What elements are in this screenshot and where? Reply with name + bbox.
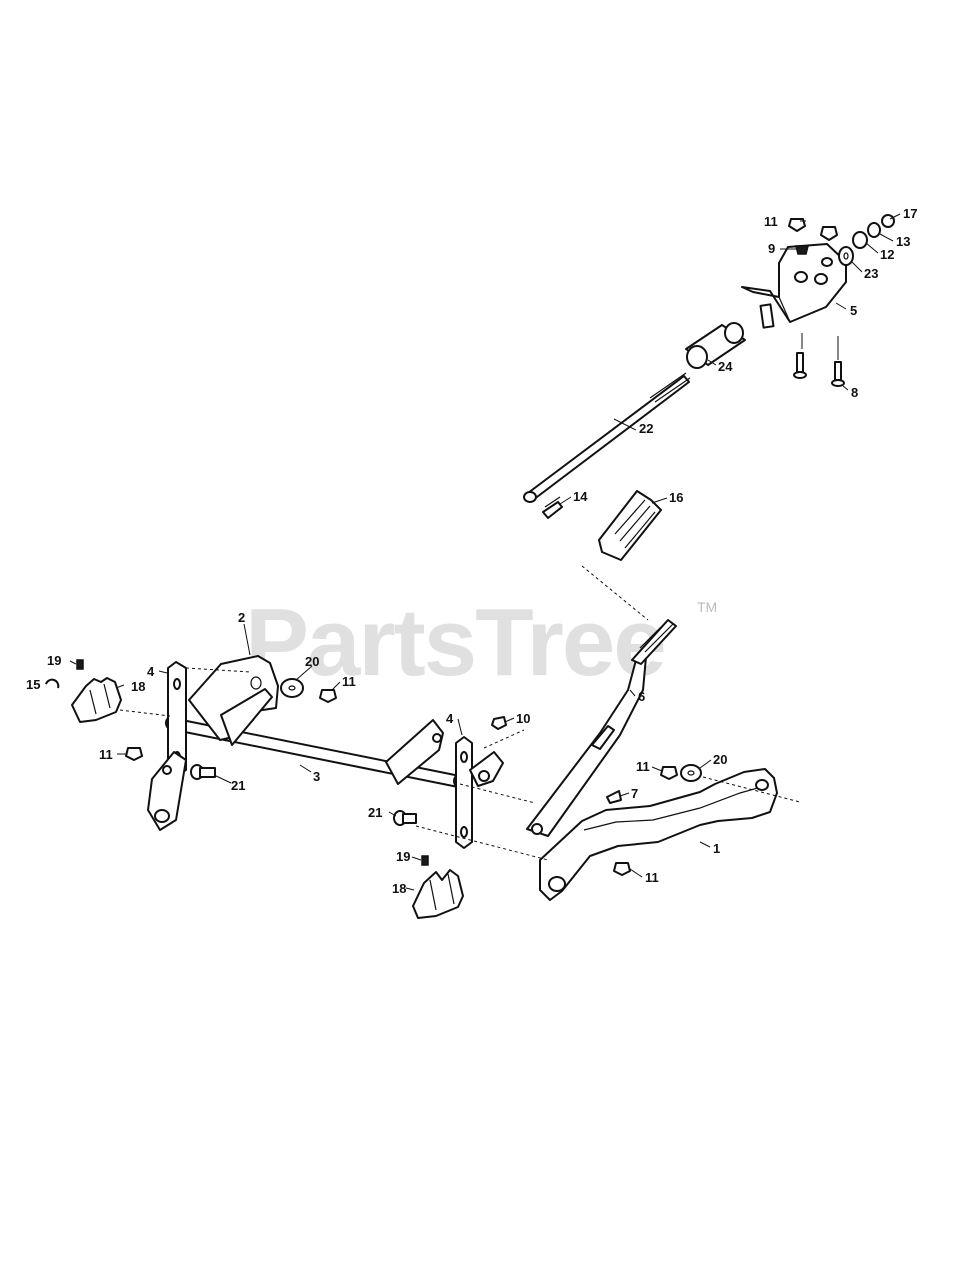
callout-20-left: 20 bbox=[305, 654, 319, 669]
hanger-block-part-18-right bbox=[412, 869, 464, 919]
lever-part-6 bbox=[526, 619, 677, 837]
callout-6: 6 bbox=[638, 689, 645, 704]
callout-1: 1 bbox=[713, 841, 720, 856]
clip-part-14 bbox=[542, 496, 563, 519]
bolt-part-7 bbox=[606, 790, 622, 804]
callout-3: 3 bbox=[313, 769, 320, 784]
callout-2: 2 bbox=[238, 610, 245, 625]
link-shaft-end bbox=[469, 751, 504, 787]
callout-11-top-left: 11 bbox=[764, 214, 778, 229]
callout-11-arm-lower: 11 bbox=[645, 870, 659, 885]
watermark-trademark: TM bbox=[697, 599, 717, 615]
washer-part-23 bbox=[838, 246, 854, 266]
rod-part-22 bbox=[523, 372, 691, 503]
callout-7: 7 bbox=[631, 786, 638, 801]
callout-18-left: 18 bbox=[131, 679, 145, 694]
nut-part-10 bbox=[491, 716, 507, 730]
callout-8: 8 bbox=[851, 385, 858, 400]
callout-5: 5 bbox=[850, 303, 857, 318]
bolt-part-21-right bbox=[393, 810, 417, 826]
callout-13: 13 bbox=[896, 234, 910, 249]
arm-bracket-shaft-mid bbox=[385, 719, 444, 785]
nut-part-11-top bbox=[788, 218, 806, 232]
screw-part-9 bbox=[795, 245, 809, 255]
callout-19-right: 19 bbox=[396, 849, 410, 864]
bolt-part-21-left bbox=[190, 764, 216, 780]
screw-part-19-right bbox=[421, 855, 429, 866]
lift-arm-part-1 bbox=[539, 768, 778, 901]
callout-17: 17 bbox=[903, 206, 917, 221]
bolt-part-8-right bbox=[831, 361, 845, 387]
washer-part-20-left bbox=[280, 678, 304, 698]
callout-19-left: 19 bbox=[47, 653, 61, 668]
callout-18-right: 18 bbox=[392, 881, 406, 896]
callout-15: 15 bbox=[26, 677, 40, 692]
callout-11-left-upper: 11 bbox=[342, 674, 356, 689]
nut-part-11-left-upper bbox=[319, 689, 337, 703]
callout-10: 10 bbox=[516, 711, 530, 726]
callout-20-right: 20 bbox=[713, 752, 727, 767]
callout-21-left: 21 bbox=[231, 778, 245, 793]
watermark-text: PartsTree bbox=[245, 589, 665, 696]
nut-part-11-right bbox=[820, 226, 838, 241]
callout-16: 16 bbox=[669, 490, 683, 505]
cap-part-17 bbox=[881, 214, 895, 228]
callout-23: 23 bbox=[864, 266, 878, 281]
screw-part-19-left bbox=[76, 659, 84, 670]
hanger-part-4-right bbox=[455, 736, 473, 849]
washer-part-12 bbox=[852, 231, 868, 249]
callout-24: 24 bbox=[718, 359, 733, 374]
spacer-part-24 bbox=[685, 322, 746, 369]
callout-21-right: 21 bbox=[368, 805, 382, 820]
nut-part-13 bbox=[867, 222, 881, 238]
callout-11-left-lower: 11 bbox=[99, 747, 113, 762]
callout-12: 12 bbox=[880, 247, 894, 262]
grip-part-16 bbox=[598, 490, 662, 561]
nut-part-11-left-lower bbox=[125, 747, 143, 761]
callout-4-left: 4 bbox=[147, 664, 155, 679]
clip-part-15 bbox=[45, 678, 60, 689]
callout-22: 22 bbox=[639, 421, 653, 436]
bracket-part-5 bbox=[741, 243, 847, 329]
nut-part-11-arm-lower bbox=[613, 862, 631, 876]
hanger-block-part-18-left bbox=[71, 677, 122, 723]
callout-9: 9 bbox=[768, 241, 775, 256]
callout-4-right: 4 bbox=[446, 711, 454, 726]
pivot-plate-left bbox=[147, 751, 187, 831]
callout-11-arm-upper: 11 bbox=[636, 759, 650, 774]
callout-14: 14 bbox=[573, 489, 588, 504]
nut-part-11-arm-upper bbox=[660, 766, 678, 780]
bolt-part-8-left bbox=[793, 352, 807, 379]
washer-part-20-right bbox=[680, 764, 702, 782]
bracket-part-2 bbox=[188, 655, 279, 746]
